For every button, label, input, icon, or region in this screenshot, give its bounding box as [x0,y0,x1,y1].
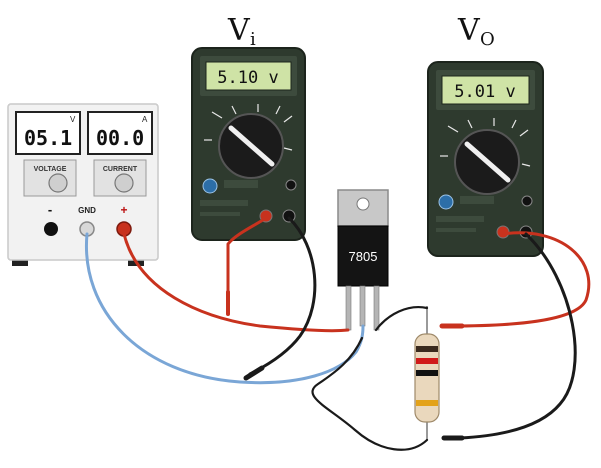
power-supply: V 05.1 A 00.0 VOLTAGE CURRENT - GND + [8,104,158,266]
meter-input-label-strip [224,180,258,188]
psu-plus-label: + [120,203,127,217]
vo-label-sub: O [480,29,495,50]
regulator-output-pin [374,286,379,330]
resistor-band-1 [416,346,438,352]
wire-resistor-to-ground [313,338,427,450]
multimeter-output: 5.01 v [428,62,543,256]
resistor-band-2 [416,358,438,364]
meter-output-label-strip [460,196,494,204]
probe-meter-input-black-tip [246,368,262,378]
vi-label-sub: i [250,29,256,50]
psu-voltage-knob-label: VOLTAGE [34,166,67,173]
regulator-part-number: 7805 [349,249,378,264]
meter-input-aux-jack[interactable] [286,180,296,190]
multimeter-input: 5.10 v [192,48,305,240]
psu-current-knob[interactable] [115,174,133,192]
vo-label-main: V [457,13,481,48]
resistor-band-4 [416,400,438,406]
regulator-mounting-hole [357,198,369,210]
load-resistor [415,306,439,440]
regulator-ground-pin [360,286,365,326]
meter-input-reading: 5.10 v [217,68,278,88]
meter-output-aux-jack[interactable] [522,196,532,206]
psu-voltage-knob[interactable] [49,174,67,192]
meter-output-hfe-socket [439,195,453,209]
wire-meter-output-black-probe [460,234,575,438]
vo-label: V O [457,13,495,50]
meter-input-hfe-socket [203,179,217,193]
psu-current-knob-label: CURRENT [103,166,138,173]
voltage-regulator: 7805 [338,190,388,330]
wire-output-to-resistor [376,307,427,330]
psu-gnd-label: GND [78,206,96,215]
wire-meter-input-black-probe [250,218,315,374]
psu-voltage-value: 05.1 [24,126,72,150]
meter-output-reading: 5.01 v [454,82,515,102]
vi-label-main: V [227,13,251,48]
psu-minus-label: - [48,202,52,217]
psu-voltage-unit: V [70,115,76,124]
psu-current-unit: A [142,115,148,124]
regulator-input-pin [346,286,351,330]
resistor-band-3 [416,370,438,376]
psu-current-value: 00.0 [96,126,144,150]
vi-label: V i [227,13,256,50]
psu-minus-terminal[interactable] [44,222,58,236]
